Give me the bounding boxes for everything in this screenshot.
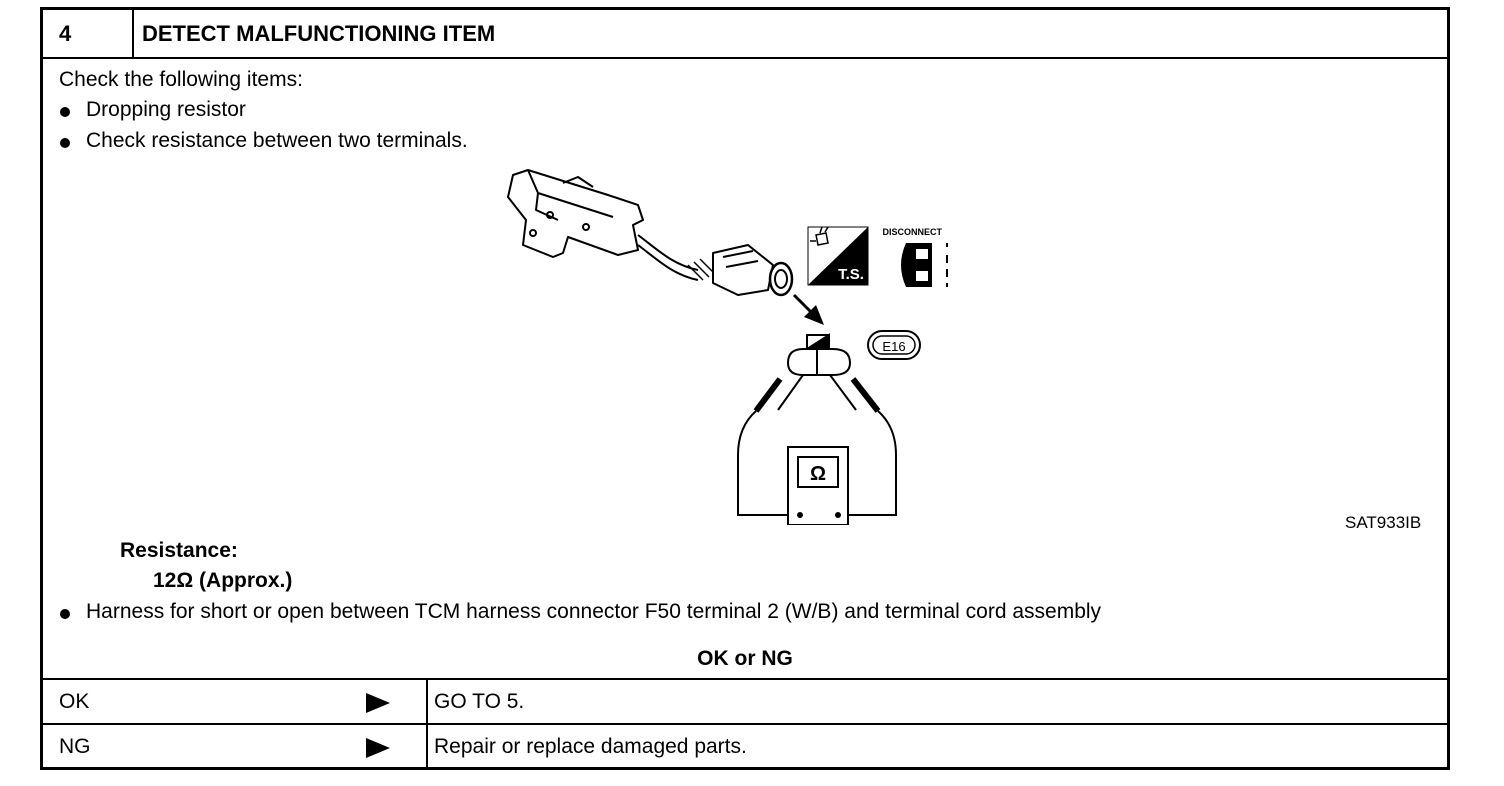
ts-label: T.S. — [838, 266, 864, 283]
harness-bullet: Harness for short or open between TCM ha… — [86, 600, 1102, 623]
arrow-right-icon — [366, 738, 390, 758]
pointer-arrow-icon — [792, 293, 824, 325]
outcome-result: NG — [59, 735, 91, 758]
bullet-item: Dropping resistor — [86, 98, 246, 121]
meter-leads — [737, 374, 897, 516]
outcome-action: GO TO 5. — [434, 690, 525, 713]
procedure-frame: 4 DETECT MALFUNCTIONING ITEM Check the f… — [40, 7, 1450, 770]
bullet-item: Check resistance between two terminals. — [86, 129, 468, 152]
bullet-dot-icon — [60, 107, 70, 117]
dropping-resistor-illustration — [507, 169, 794, 297]
step-number: 4 — [59, 21, 72, 46]
outcome-result: OK — [59, 690, 90, 713]
ts-icon: T.S. — [807, 226, 869, 286]
connector-label: E16 — [882, 339, 905, 354]
spec-label: Resistance: — [120, 539, 238, 562]
column-divider — [426, 678, 428, 770]
bullet-dot-icon — [60, 609, 70, 619]
ohmmeter-icon: Ω — [787, 446, 849, 525]
divider — [43, 678, 1447, 680]
resistor-test-figure: T.S. DISCONNECT E16 — [507, 169, 948, 525]
divider — [43, 723, 1447, 725]
meter-symbol: Ω — [810, 463, 826, 485]
connector-badge-icon: E16 — [867, 330, 921, 360]
intro-text: Check the following items: — [59, 68, 303, 91]
disconnect-icon: DISCONNECT — [882, 227, 948, 287]
bullet-dot-icon — [60, 138, 70, 148]
step-title: DETECT MALFUNCTIONING ITEM — [142, 21, 496, 46]
header-divider — [132, 10, 134, 57]
connector-face-icon — [786, 333, 852, 376]
arrow-right-icon — [366, 693, 390, 713]
spec-value: 12Ω (Approx.) — [153, 569, 293, 592]
decision-heading: OK or NG — [697, 647, 793, 670]
outcome-action: Repair or replace damaged parts. — [434, 735, 747, 758]
step-header: 4 DETECT MALFUNCTIONING ITEM — [43, 10, 1447, 59]
disconnect-label: DISCONNECT — [882, 227, 942, 237]
figure-code: SAT933IB — [1345, 513, 1422, 532]
